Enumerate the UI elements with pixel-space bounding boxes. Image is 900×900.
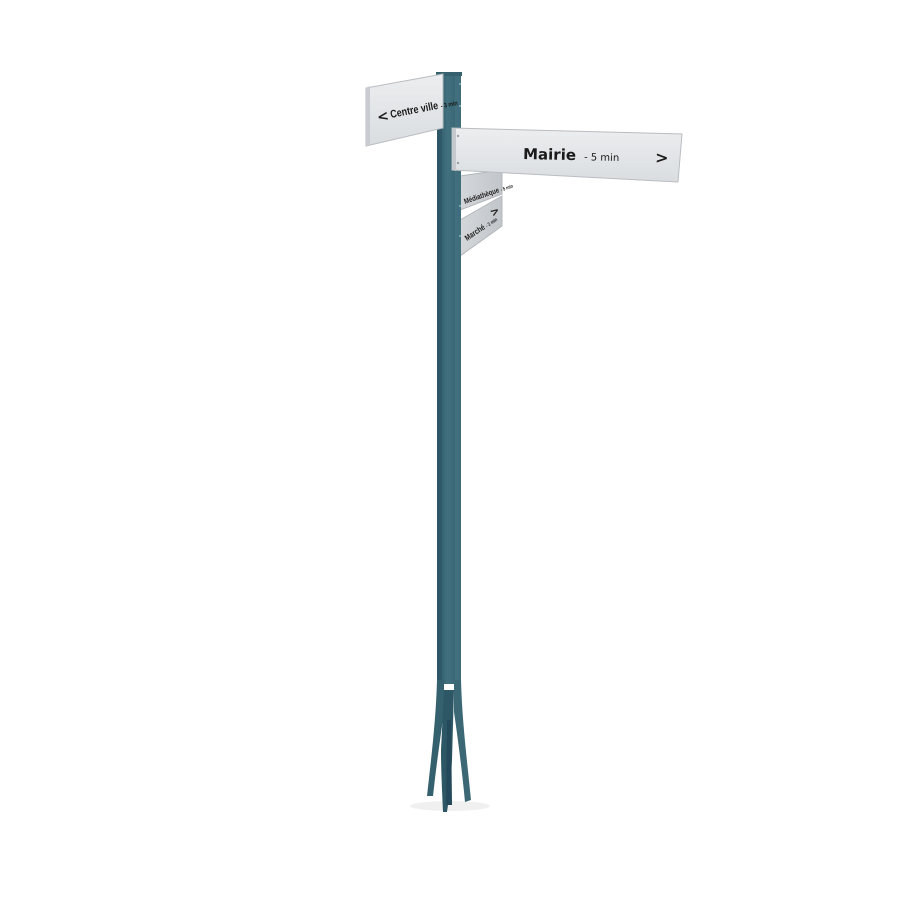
sign-left: < Centre ville - 3 min (365, 73, 459, 147)
signpost-base (427, 680, 471, 812)
chevron-left-icon: < (376, 108, 391, 126)
sign-back-lower: Marché - 2 min > (459, 195, 503, 257)
sign-main: Mairie - 5 min > (451, 127, 683, 183)
ground-shadow (410, 801, 490, 811)
chevron-right-icon: > (655, 148, 669, 167)
sign-main-label: Mairie - 5 min (523, 144, 620, 165)
signpost-pole (436, 72, 462, 684)
